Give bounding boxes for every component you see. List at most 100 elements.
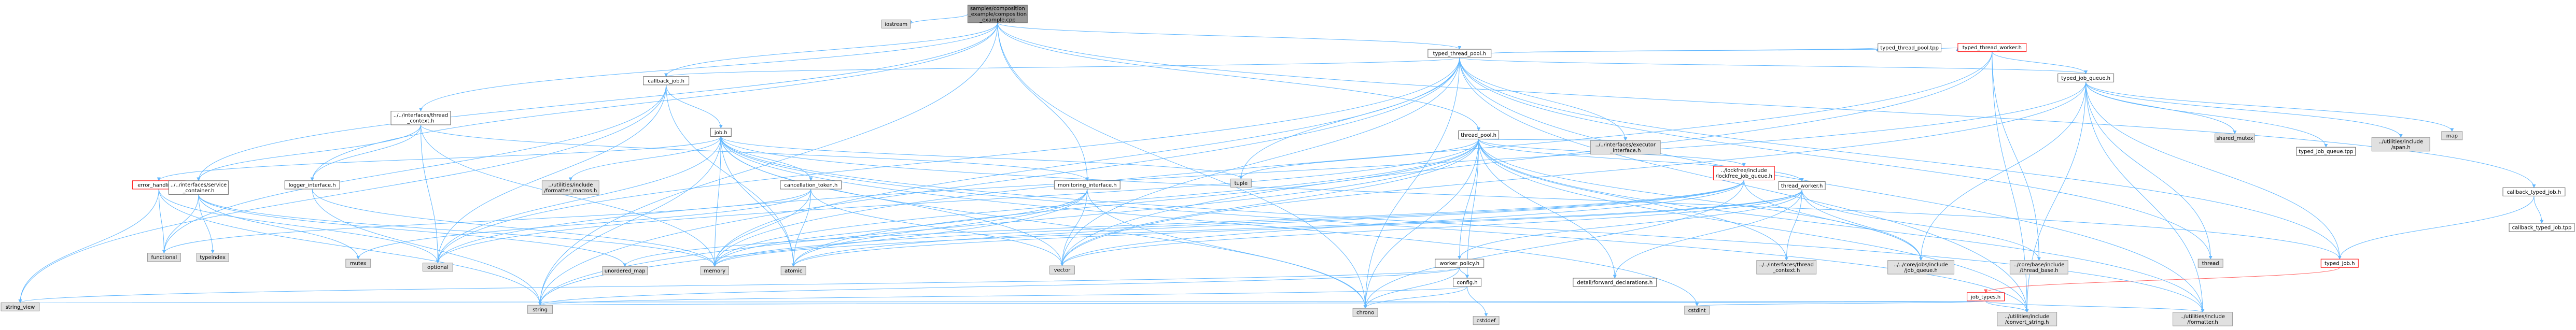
edge-thread-pool-h-to-forward-declarations-h [1478, 139, 1617, 279]
node-thread-worker-h[interactable]: thread_worker.h [1778, 181, 1826, 190]
node-label: error_handling.h [137, 182, 180, 188]
node-label: tuple [1235, 181, 1248, 186]
edge-monitoring-interface-h-to-atomic [791, 189, 1088, 267]
edge-logger-interface-h-to-string [312, 189, 542, 306]
edge-thread-pool-h-to-tuple [1239, 139, 1479, 180]
node-convert-string-h[interactable]: ../utilities/include/convert_string.h [1997, 312, 2057, 326]
node-monitoring-interface-h[interactable]: monitoring_interface.h [1054, 180, 1121, 190]
edge-root-to-service-container-h [197, 22, 998, 181]
node-mutex[interactable]: mutex [345, 259, 371, 268]
node-label: /formatter.h [2187, 320, 2218, 325]
edge-job-h-to-string [538, 136, 721, 306]
node-thread-pool-h[interactable]: thread_pool.h [1458, 130, 1500, 139]
node-callback-typed-job-h[interactable]: callback_typed_job.h [2502, 187, 2566, 196]
node-typed-job-queue-tpp[interactable]: typed_job_queue.tpp [2296, 147, 2356, 156]
node-job-h[interactable]: job.h [710, 127, 732, 137]
node-callback-job-h[interactable]: callback_job.h [643, 76, 690, 85]
node-box [780, 180, 842, 190]
edge-typed-job-queue-h-to-typed-job-h [2085, 82, 2342, 260]
node-worker-policy-h[interactable]: worker_policy.h [1435, 259, 1485, 268]
edge-service-container-h-to-functional [162, 194, 199, 254]
edge-callback-job-h-to-string-view [18, 84, 667, 303]
node-label: cstdint [1688, 308, 1706, 313]
edge-job-types-h-to-formatter-h [1985, 300, 2205, 313]
node-functional[interactable]: functional [147, 253, 181, 262]
edge-root-to-callback-typed-job-h [997, 22, 2536, 188]
node-label: /job_queue.h [1904, 268, 1937, 274]
node-config-h[interactable]: config.h [1453, 278, 1481, 287]
edge-root-to-thread-pool-h [997, 22, 1481, 132]
node-interfaces-executor-interface-h[interactable]: ../../interfaces/executor_interface.h [1590, 140, 1661, 155]
node-typed-thread-pool-tpp[interactable]: typed_thread_pool.tpp [1878, 43, 1942, 52]
node-label: /convert_string.h [2005, 320, 2049, 325]
node-label: ../../interfaces/thread [394, 113, 448, 119]
node-cstddef[interactable]: cstddef [1473, 316, 1500, 325]
edge-job-types-h-to-cstdint [1695, 300, 1986, 307]
node-string-view[interactable]: string_view [1, 302, 40, 311]
node-job-types-h[interactable]: job_types.h [1967, 292, 2005, 302]
node-box [2371, 137, 2430, 152]
node-formatter-macros-h[interactable]: ../utilities/include/formatter_macros.h [541, 180, 599, 195]
node-atomic[interactable]: atomic [780, 266, 806, 276]
edge-interfaces-thread-context-h-to-logger-interface-h [310, 124, 421, 181]
node-typed-job-queue-h[interactable]: typed_job_queue.h [2057, 73, 2115, 82]
node-lockfree-job-queue-h[interactable]: ../lockfree/include/lockfree_job_queue.h [1713, 166, 1775, 180]
node-box [345, 259, 371, 268]
edge-job-h-to-vector [720, 136, 1064, 266]
node-optional[interactable]: optional [422, 263, 453, 272]
edge-job-h-to-formatter-macros-h [568, 136, 721, 181]
node-box [196, 253, 229, 262]
node-map[interactable]: map [2441, 131, 2463, 140]
node-box [2296, 147, 2356, 156]
node-label: typeindex [200, 255, 226, 261]
node-label: ../utilities/include [2378, 139, 2423, 145]
edge-interfaces-thread-context-h-to-optional [420, 124, 440, 264]
node-memory[interactable]: memory [700, 266, 729, 276]
node-shared-mutex[interactable]: shared_mutex [2214, 133, 2255, 142]
node-box [1997, 312, 2057, 326]
node-logger-interface-h[interactable]: logger_interface.h [284, 180, 340, 190]
node-core-thread-context-h[interactable]: ../../interfaces/thread_context.h [1756, 260, 1817, 275]
edge-config-h-to-string [538, 286, 1468, 306]
node-utilities-span-h[interactable]: ../utilities/include/span.h [2371, 137, 2430, 152]
edge-lockfree-job-queue-h-to-vector [1060, 180, 1744, 266]
node-label: typed_job_queue.h [2061, 76, 2110, 81]
node-box [1054, 180, 1121, 190]
edge-job-h-to-formatter-h [720, 136, 2205, 313]
node-formatter-h[interactable]: ../utilities/include/formatter.h [2173, 312, 2233, 326]
node-label: job.h [714, 130, 727, 136]
node-label: iostream [885, 22, 907, 27]
node-typed-thread-pool-h[interactable]: typed_thread_pool.h [1427, 49, 1492, 58]
node-core-thread-base-h[interactable]: ../core/base/include/thread_base.h [2009, 260, 2068, 275]
node-forward-declarations-h[interactable]: detail/forward_declarations.h [1573, 278, 1657, 287]
node-service-container-h[interactable]: ../../interfaces/service_container.h [169, 180, 229, 195]
node-tuple[interactable]: tuple [1230, 178, 1252, 188]
node-vector[interactable]: vector [1049, 265, 1075, 275]
node-unordered-map[interactable]: unordered_map [602, 266, 648, 276]
node-string[interactable]: string [527, 305, 553, 314]
node-label: thread [2202, 261, 2219, 267]
node-root[interactable]: samples/composition_example/composition_… [967, 5, 1028, 23]
node-box [2441, 131, 2463, 140]
edge-typed-thread-worker-h-to-typed-job-queue-h [1992, 51, 2088, 75]
edge-thread-worker-h-to-atomic [791, 190, 1802, 267]
edge-service-container-h-to-memory [198, 194, 717, 267]
node-callback-typed-job-tpp[interactable]: callback_typed_job.tpp [2509, 223, 2575, 232]
edge-cancellation-token-h-to-functional [162, 189, 811, 254]
node-interfaces-thread-context-h[interactable]: ../../interfaces/thread_context.h [390, 110, 451, 125]
node-iostream[interactable]: iostream [881, 19, 911, 28]
edge-thread-pool-h-to-memory [712, 139, 1479, 267]
node-cancellation-token-h[interactable]: cancellation_token.h [780, 180, 842, 190]
edge-thread-pool-h-to-config-h [1465, 139, 1479, 279]
node-typeindex[interactable]: typeindex [196, 253, 229, 262]
node-core-job-queue-h[interactable]: ../../core/jobs/include/job_queue.h [1887, 260, 1954, 275]
node-thread[interactable]: thread [2197, 259, 2223, 268]
node-cstdint[interactable]: cstdint [1684, 306, 1710, 315]
node-typed-job-h[interactable]: typed_job.h [2320, 259, 2359, 268]
edge-job-h-to-cstdint [720, 136, 1699, 307]
node-typed-thread-worker-h[interactable]: typed_thread_worker.h [1957, 43, 2027, 52]
edge-job-types-h-to-string [540, 300, 1986, 306]
edge-typed-thread-worker-h-to-vector [1060, 51, 1993, 266]
edge-typed-thread-pool-h-to-typed-job-queue-h [1459, 57, 2088, 75]
node-chrono[interactable]: chrono [1352, 308, 1378, 317]
